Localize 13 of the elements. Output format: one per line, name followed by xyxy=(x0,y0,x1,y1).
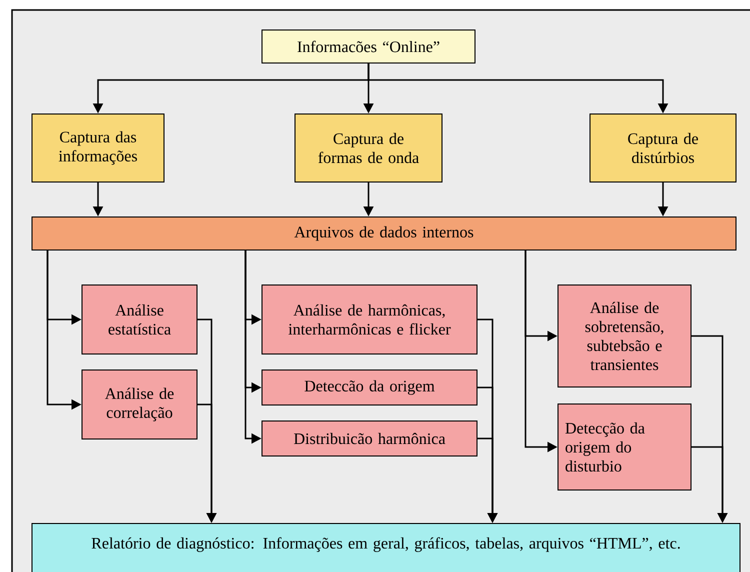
process-box: Deteccão da origem xyxy=(262,370,478,406)
process-box: Análise de sobretensão, subtebsão e transientes xyxy=(558,284,692,388)
process-box: Captura de formas de onda xyxy=(294,114,442,182)
process-box: Informacões “Online” xyxy=(262,30,476,64)
report-box: Relatório de diagnóstico: Informações em geral, gráficos, tabelas, arquivos “HTML”, etc. xyxy=(32,523,740,572)
storage-bar: Arquivos de dados internos xyxy=(32,216,736,250)
process-box: Detecção da origem do disturbio xyxy=(558,404,692,490)
process-box: Análise de harmônicas, interharmônicas e flicker xyxy=(262,284,478,354)
process-box: Captura de distúrbios xyxy=(590,114,736,182)
process-box: Captura das informações xyxy=(32,114,164,182)
process-box: Análise de correlação xyxy=(82,370,198,440)
process-box: Análise estatística xyxy=(82,284,198,354)
process-box: Distribuicão harmônica xyxy=(262,420,478,456)
